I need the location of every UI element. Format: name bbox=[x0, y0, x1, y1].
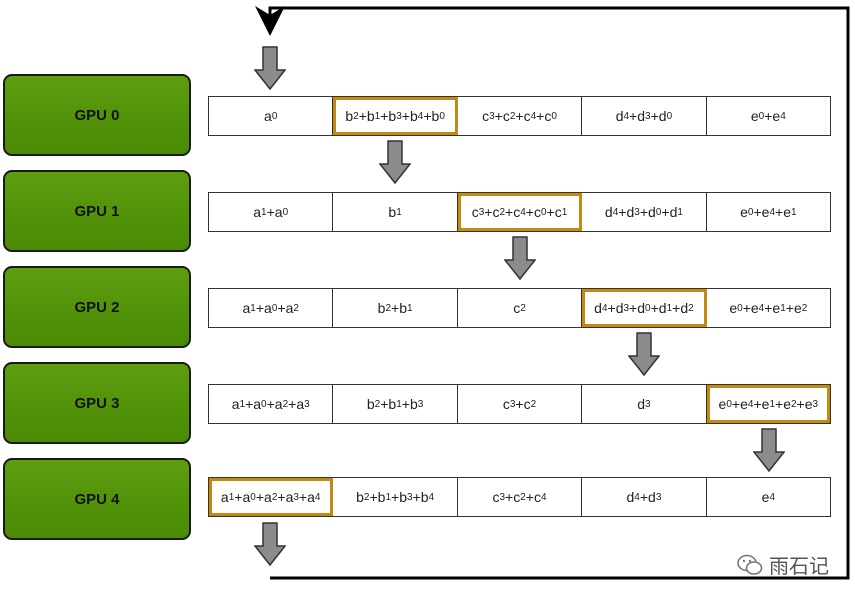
down-arrow-icon bbox=[254, 522, 287, 566]
gpu-2-box: GPU 2 bbox=[3, 266, 191, 348]
watermark: 雨石记 bbox=[737, 550, 829, 579]
gpu-1-box: GPU 1 bbox=[3, 170, 191, 252]
watermark-text: 雨石记 bbox=[769, 554, 829, 578]
wechat-icon bbox=[737, 554, 763, 575]
gpu-4-box: GPU 4 bbox=[3, 458, 191, 540]
down-arrow-icon bbox=[254, 46, 287, 90]
gpu-0-box: GPU 0 bbox=[3, 74, 191, 156]
down-arrow-icon bbox=[628, 332, 661, 376]
down-arrow-icon bbox=[503, 236, 536, 280]
down-arrow-icon bbox=[378, 140, 411, 184]
gpu-3-box: GPU 3 bbox=[3, 362, 191, 444]
down-arrow-icon bbox=[752, 428, 785, 472]
